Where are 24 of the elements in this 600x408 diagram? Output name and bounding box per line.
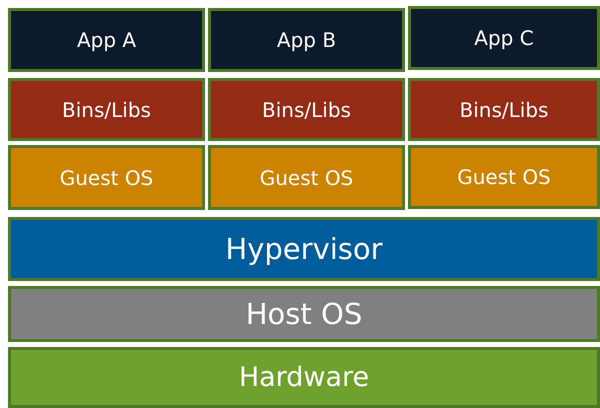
guest-os-box (208, 145, 405, 210)
library-layer-box (8, 78, 205, 141)
layer-label: Hypervisor (225, 232, 383, 266)
app-layer-box (208, 8, 405, 72)
app-layer-box (408, 6, 600, 70)
guest-os-box (8, 145, 205, 210)
layer-label: App C (474, 26, 534, 50)
layer-label: Host OS (246, 297, 362, 331)
layer-label: Guest OS (60, 166, 154, 190)
layer-label: Bins/Libs (262, 98, 351, 122)
layer-label: Bins/Libs (62, 98, 151, 122)
guest-os-box (408, 145, 600, 209)
app-layer-box (8, 8, 205, 72)
layer-label: Bins/Libs (460, 98, 548, 122)
layer-label: Guest OS (260, 166, 354, 190)
hypervisor-layer (8, 217, 600, 281)
layer-label: App A (76, 28, 136, 52)
library-layer-box (408, 78, 600, 141)
layer-label: Guest OS (457, 165, 551, 189)
library-layer-box (208, 78, 405, 141)
layer-label: Hardware (238, 362, 370, 393)
hardware-layer (8, 347, 600, 408)
host-os-layer (8, 286, 600, 342)
layer-label: App B (276, 28, 336, 52)
